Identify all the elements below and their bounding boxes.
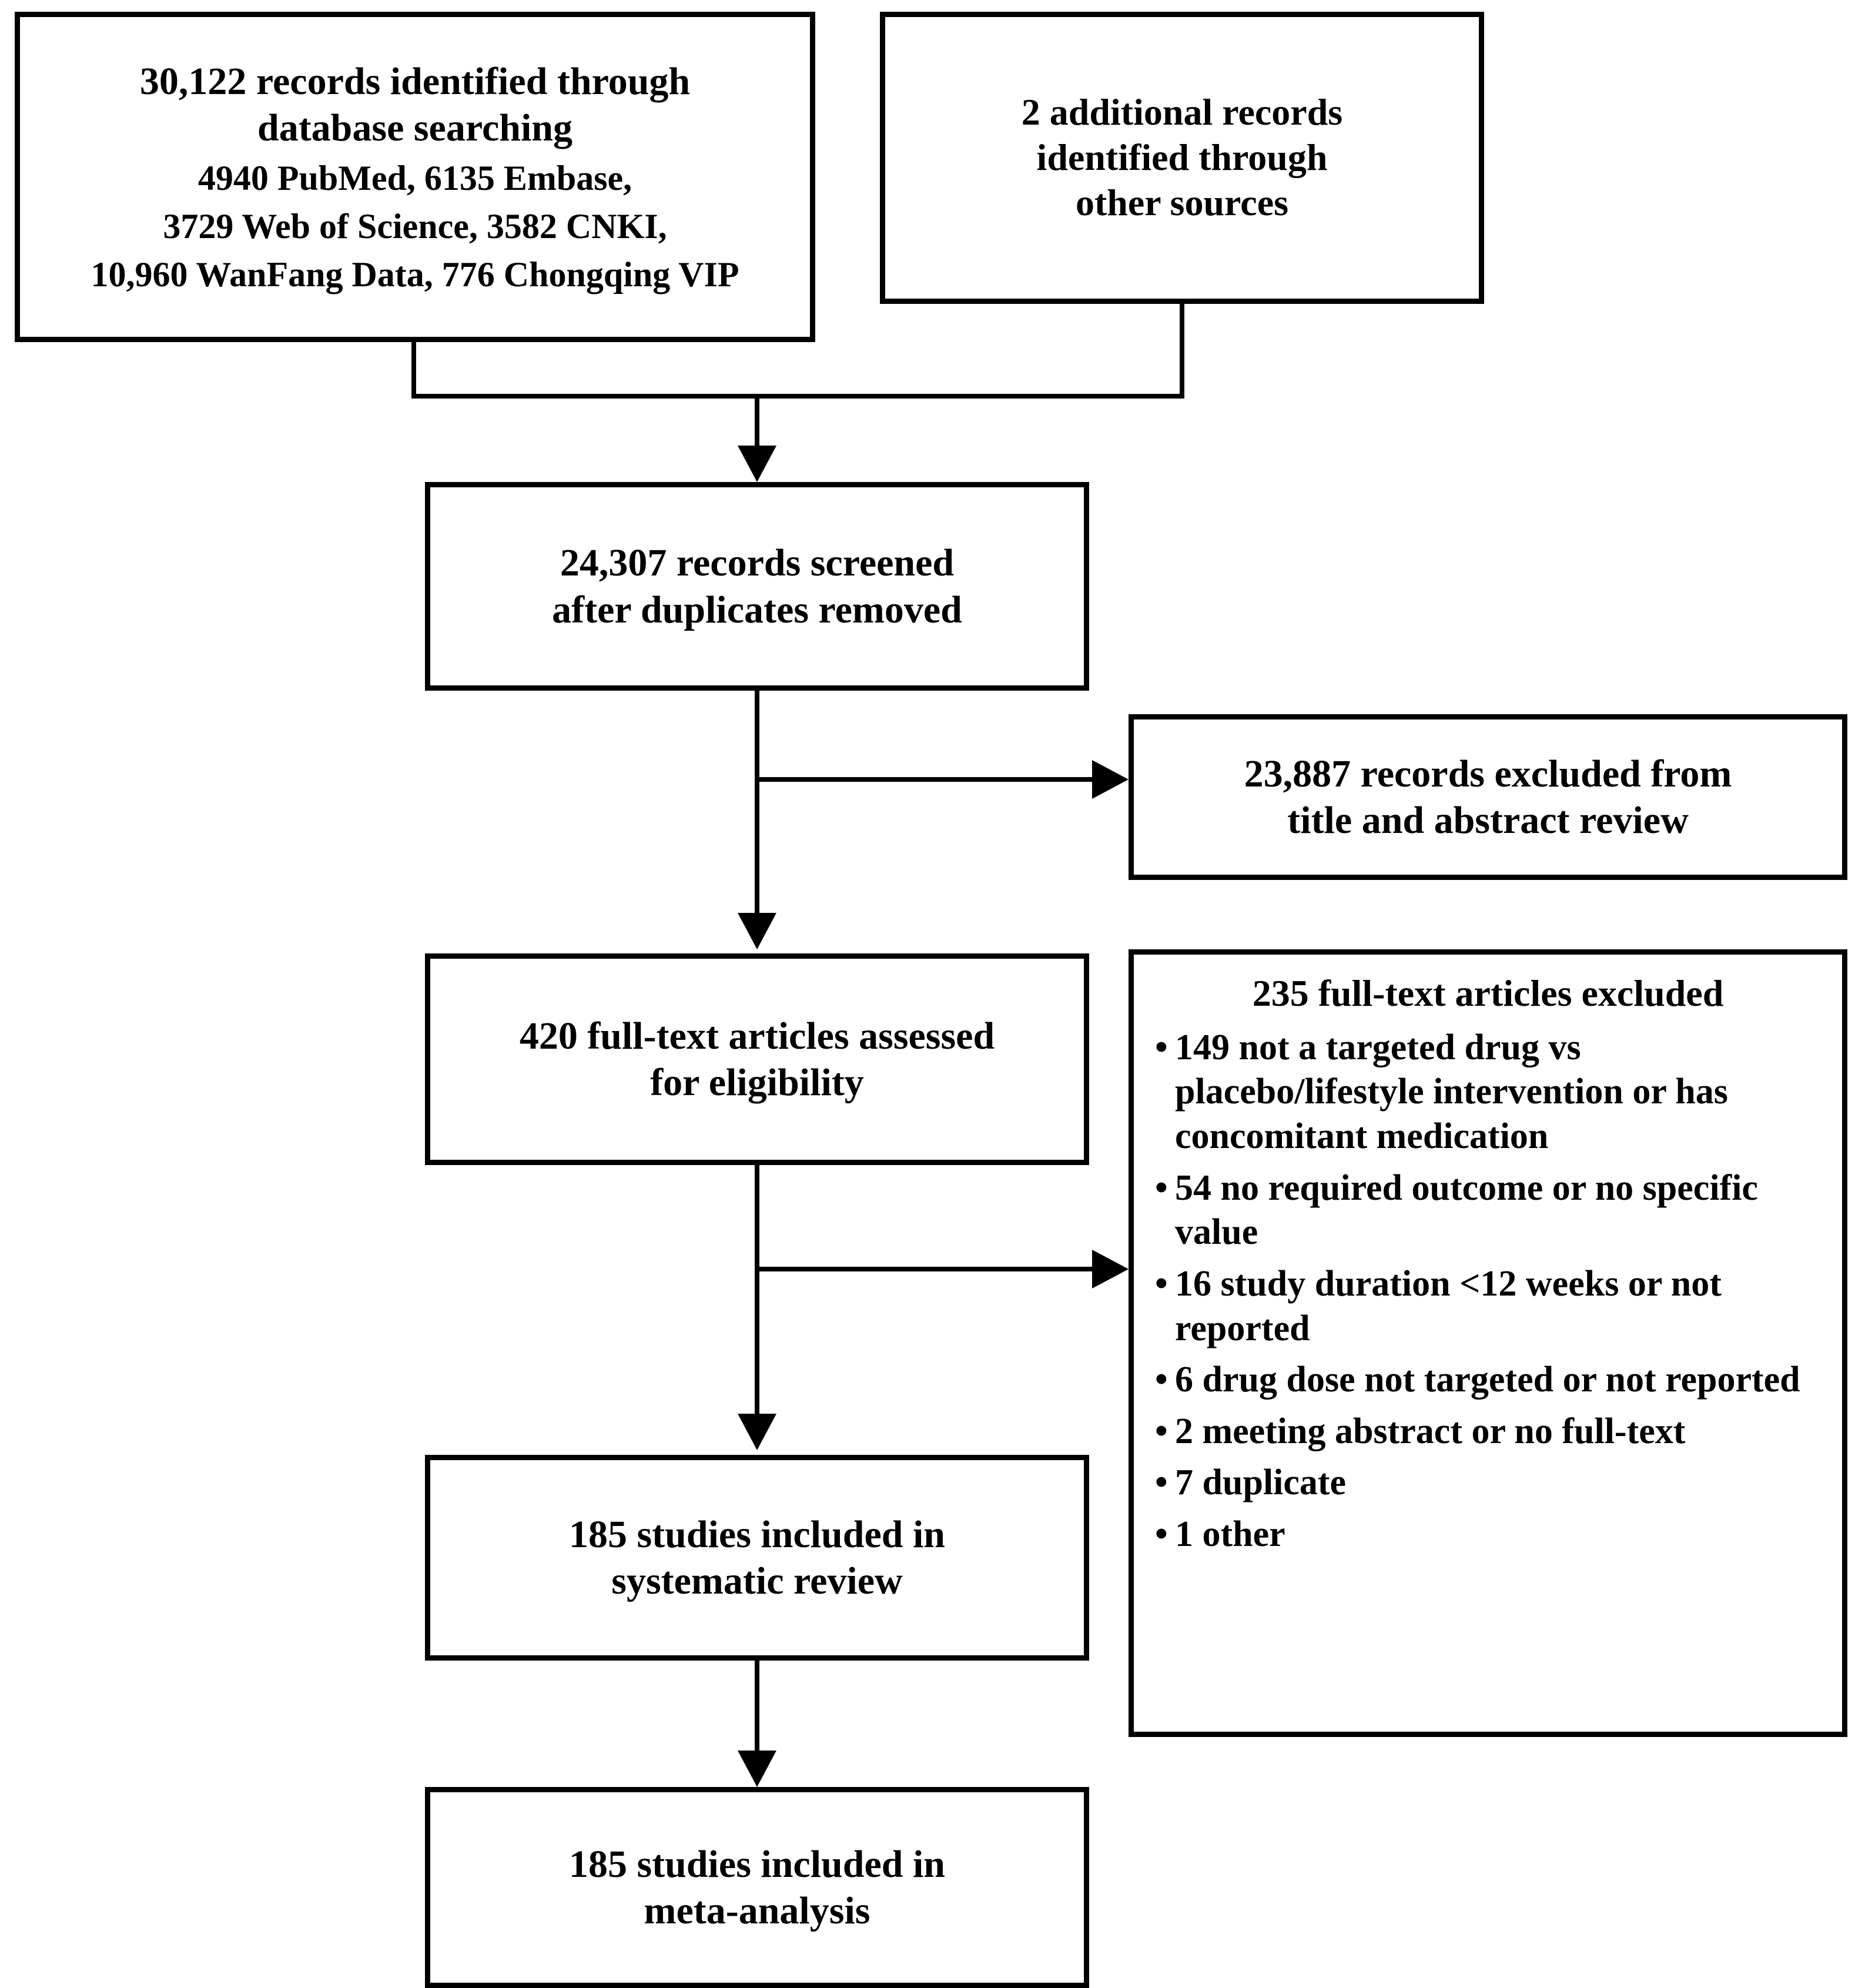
reason-text: 16 study duration <12 weeks or not repor…: [1175, 1263, 1722, 1348]
fulltext-excluded-heading: 235 full-text articles excluded: [1252, 972, 1724, 1014]
node-systematic-review: 185 studies included in systematic revie…: [425, 1455, 1089, 1661]
db-search-title-line2: database searching: [257, 106, 572, 149]
connector-merge-bar: [411, 394, 1184, 399]
list-item: • 2 meeting abstract or no full-text: [1155, 1410, 1831, 1454]
db-search-title-line1: 30,122 records identified through: [139, 59, 691, 103]
list-item: • 16 study duration <12 weeks or not rep…: [1155, 1262, 1831, 1351]
arrow-right-to-excluded-ft-icon: [1092, 1250, 1129, 1288]
fulltext-excluded-reason-list: • 149 not a targeted drug vs placebo/lif…: [1134, 1019, 1842, 1557]
fulltext-assessed-line1: 420 full-text articles assessed: [519, 1014, 995, 1057]
node-fulltext-excluded: 235 full-text articles excluded • 149 no…: [1129, 949, 1847, 1737]
connector-systematic-to-meta: [755, 1661, 759, 1752]
bullet-icon: •: [1155, 1462, 1168, 1503]
bullet-icon: •: [1155, 1514, 1168, 1555]
arrow-down-to-meta-icon: [738, 1751, 776, 1787]
bullet-icon: •: [1155, 1411, 1168, 1451]
reason-text: 2 meeting abstract or no full-text: [1175, 1411, 1686, 1451]
node-fulltext-assessed: 420 full-text articles assessed for elig…: [425, 953, 1089, 1165]
reason-text: 6 drug dose not targeted or not reported: [1175, 1360, 1800, 1400]
connector-db-search-down: [411, 342, 416, 399]
connector-fulltext-to-excluded: [755, 1267, 1096, 1271]
other-sources-line3: other sources: [1075, 181, 1289, 223]
node-meta-analysis: 185 studies included in meta-analysis: [425, 1787, 1089, 1988]
arrow-down-to-systematic-icon: [738, 1414, 776, 1450]
reason-text: 54 no required outcome or no specific va…: [1175, 1167, 1758, 1253]
list-item: • 6 drug dose not targeted or not report…: [1155, 1358, 1831, 1403]
list-item: • 149 not a targeted drug vs placebo/lif…: [1155, 1026, 1831, 1159]
node-records-screened: 24,307 records screened after duplicates…: [425, 482, 1089, 691]
other-sources-line2: identified through: [1036, 136, 1328, 179]
db-search-sub-line2: 3729 Web of Science, 3582 CNKI,: [163, 207, 667, 246]
bullet-icon: •: [1155, 1167, 1168, 1208]
db-search-sub-line1: 4940 PubMed, 6135 Embase,: [197, 159, 632, 198]
reason-text: 1 other: [1175, 1514, 1285, 1555]
node-other-sources: 2 additional records identified through …: [880, 12, 1484, 304]
connector-other-sources-down: [1180, 304, 1184, 399]
node-database-search: 30,122 records identified through databa…: [15, 12, 815, 342]
records-excluded-line1: 23,887 records excluded from: [1244, 752, 1732, 795]
reason-text: 7 duplicate: [1175, 1462, 1347, 1503]
db-search-sub-line3: 10,960 WanFang Data, 776 Chongqing VIP: [91, 255, 739, 294]
bullet-icon: •: [1155, 1360, 1168, 1400]
connector-fulltext-down: [755, 1165, 759, 1415]
node-records-excluded-title-abstract: 23,887 records excluded from title and a…: [1129, 714, 1847, 880]
records-screened-line1: 24,307 records screened: [560, 541, 955, 585]
connector-screened-down: [755, 691, 759, 914]
records-excluded-line2: title and abstract review: [1287, 799, 1689, 842]
connector-screened-to-excluded: [755, 777, 1096, 782]
bullet-icon: •: [1155, 1027, 1168, 1067]
fulltext-assessed-line2: for eligibility: [650, 1061, 864, 1104]
list-item: • 1 other: [1155, 1512, 1831, 1557]
systematic-review-line1: 185 studies included in: [568, 1512, 946, 1556]
meta-analysis-line2: meta-analysis: [644, 1889, 870, 1932]
arrow-down-to-fulltext-icon: [738, 913, 776, 949]
bullet-icon: •: [1155, 1263, 1168, 1304]
meta-analysis-line1: 185 studies included in: [568, 1842, 946, 1886]
list-item: • 7 duplicate: [1155, 1461, 1831, 1505]
connector-merge-to-screened: [755, 394, 759, 447]
other-sources-line1: 2 additional records: [1021, 91, 1343, 133]
list-item: • 54 no required outcome or no specific …: [1155, 1166, 1831, 1255]
arrow-down-to-screened-icon: [738, 446, 776, 482]
records-screened-line2: after duplicates removed: [552, 588, 962, 631]
reason-text: 149 not a targeted drug vs placebo/lifes…: [1175, 1027, 1728, 1157]
arrow-right-to-excluded-ta-icon: [1092, 760, 1129, 799]
systematic-review-line2: systematic review: [611, 1559, 903, 1602]
